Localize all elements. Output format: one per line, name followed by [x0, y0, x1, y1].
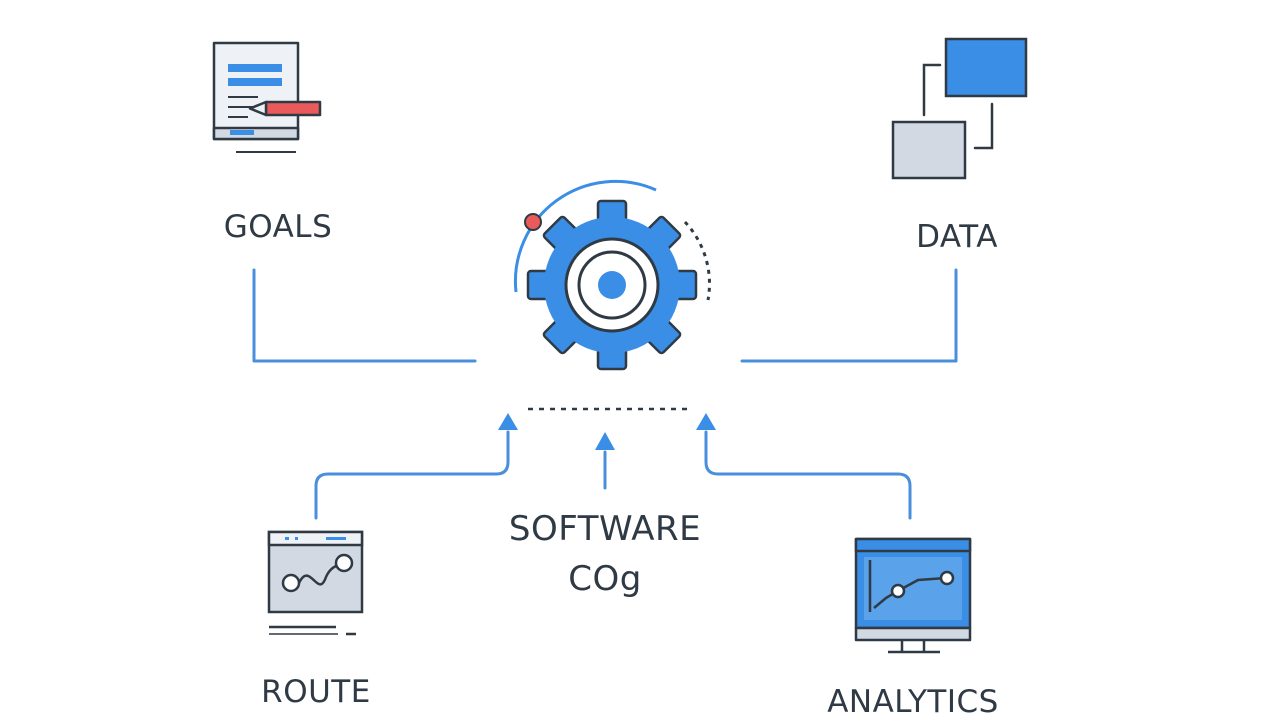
analytics-connector: [704, 430, 912, 520]
document-pencil-icon: [212, 41, 322, 153]
route-window-icon: [267, 530, 364, 636]
route-label: ROUTE: [261, 674, 371, 710]
software-label: SOFTWARE: [509, 509, 701, 549]
data-label: DATA: [916, 219, 998, 255]
orbit-arc: [513, 179, 657, 293]
cog-label: COg: [568, 559, 642, 599]
linked-windows-icon: [891, 37, 1028, 180]
orbit-dotted-arc: [683, 220, 711, 301]
route-connector: [314, 430, 510, 520]
goals-connector: [252, 268, 477, 363]
gear-icon: [513, 179, 711, 371]
analytics-label: ANALYTICS: [827, 684, 999, 720]
data-connector: [740, 268, 958, 363]
arrowheads: [498, 413, 716, 450]
arrow-up-icon: [595, 432, 615, 450]
connectors: [252, 268, 958, 520]
red-dot: [524, 213, 542, 231]
arrow-up-icon: [696, 413, 716, 430]
goals-label: GOALS: [224, 209, 333, 245]
monitor-chart-icon: [854, 537, 972, 654]
arrow-up-icon: [498, 413, 518, 430]
